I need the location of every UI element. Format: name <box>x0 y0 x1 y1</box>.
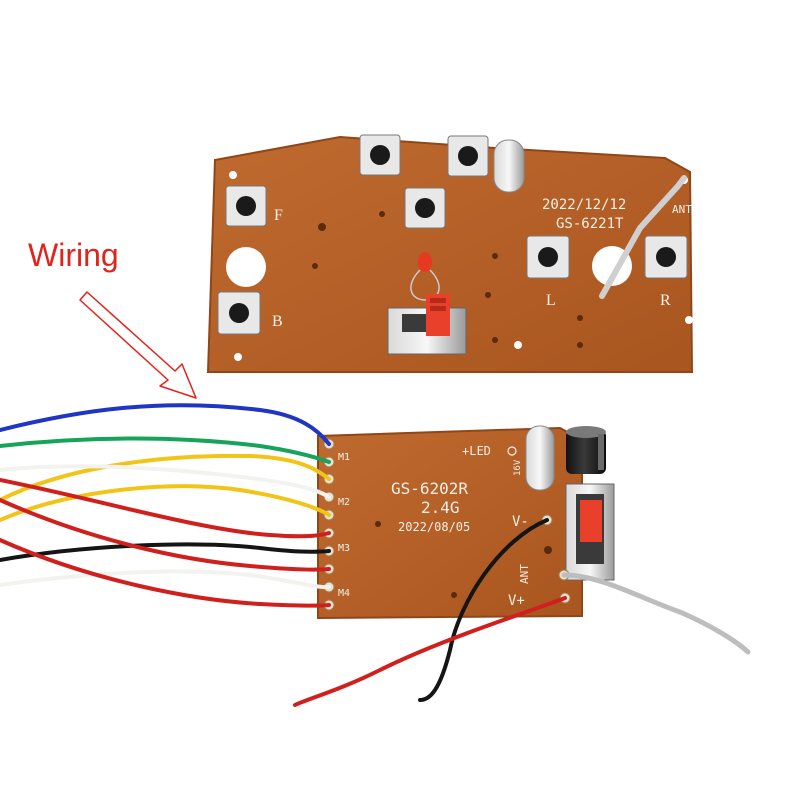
label-back: B <box>272 313 283 330</box>
pad-label-m1: M1 <box>338 452 350 463</box>
wire-red-2 <box>0 498 331 572</box>
wire-green <box>0 436 331 464</box>
transmitter-antenna-label: ANT <box>672 203 692 216</box>
receiver-antenna-label: ANT <box>518 564 531 584</box>
power-wire-red <box>293 596 567 707</box>
receiver-model: GS-6202R <box>391 479 468 498</box>
wire-red <box>0 478 331 539</box>
label-forward: F <box>274 207 283 224</box>
pad-label-m3: M3 <box>338 543 350 554</box>
receiver-antenna <box>561 572 751 655</box>
power-positive-label: V+ <box>508 593 525 609</box>
receiver-board: +LED GS-6202R 2.4G 2022/08/05 M1 M2 M3 M… <box>317 425 615 620</box>
pad-label-m2: M2 <box>338 497 350 508</box>
wire-white-2 <box>0 569 331 590</box>
transmitter-date: 2022/12/12 <box>542 197 626 213</box>
tact-button-right <box>644 235 688 279</box>
receiver-date: 2022/08/05 <box>398 520 470 534</box>
capacitor-mark: 16V <box>513 459 523 476</box>
tact-button-left <box>526 235 570 279</box>
power-wire-black <box>418 518 549 702</box>
wiring-arrow-icon <box>79 291 197 399</box>
tact-button-top-left <box>359 134 401 176</box>
crystal-oscillator <box>493 139 525 193</box>
wire-bundle <box>0 403 567 707</box>
electrolytic-capacitor <box>566 426 606 474</box>
red-led <box>410 252 440 301</box>
wiring-label: Wiring <box>28 237 119 273</box>
wire-yellow-2 <box>0 484 331 522</box>
receiver-frequency: 2.4G <box>421 498 460 517</box>
power-negative-label: V- <box>512 514 529 530</box>
receiver-slide-switch <box>565 483 615 581</box>
wire-black <box>0 542 331 562</box>
label-right: R <box>660 292 671 309</box>
power-slide-switch <box>387 294 467 355</box>
receiver-crystal <box>525 425 555 491</box>
wire-yellow <box>0 453 331 502</box>
mount-hole <box>226 247 266 287</box>
tact-button-back <box>217 291 261 335</box>
led-label: +LED <box>462 444 491 458</box>
tact-button-center <box>404 187 446 229</box>
label-left: L <box>546 292 556 309</box>
transmitter-board: 2022/12/12 GS-6221T ANT F B L R <box>206 134 694 373</box>
wire-white <box>0 464 331 499</box>
pad-label-m4: M4 <box>338 588 350 599</box>
wire-blue <box>0 403 331 446</box>
tact-button-top-right <box>447 135 489 177</box>
wire-red-3 <box>0 538 331 608</box>
tact-button-forward <box>225 185 267 227</box>
transmitter-model: GS-6221T <box>556 216 624 232</box>
transmitter-antenna <box>599 175 687 299</box>
